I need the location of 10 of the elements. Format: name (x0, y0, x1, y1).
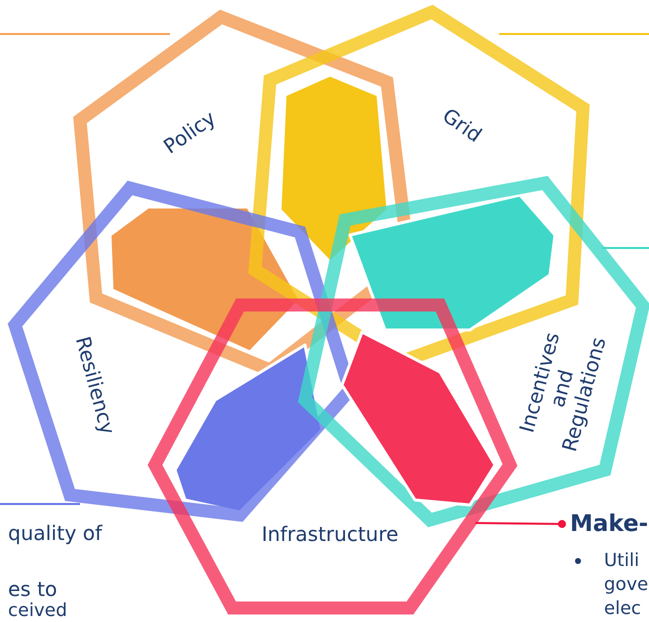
body-text: quality of (8, 523, 102, 543)
body-text: gove (604, 576, 648, 594)
leader-line (475, 520, 566, 528)
body-text: Utili (604, 552, 640, 570)
heading-text: Make- (570, 511, 648, 537)
body-text: elec (604, 600, 642, 618)
segment-label: Infrastructure (262, 522, 398, 546)
body-text: es to (8, 579, 58, 599)
segment-label: Grid (438, 104, 486, 146)
body-text: ceived (8, 602, 68, 620)
